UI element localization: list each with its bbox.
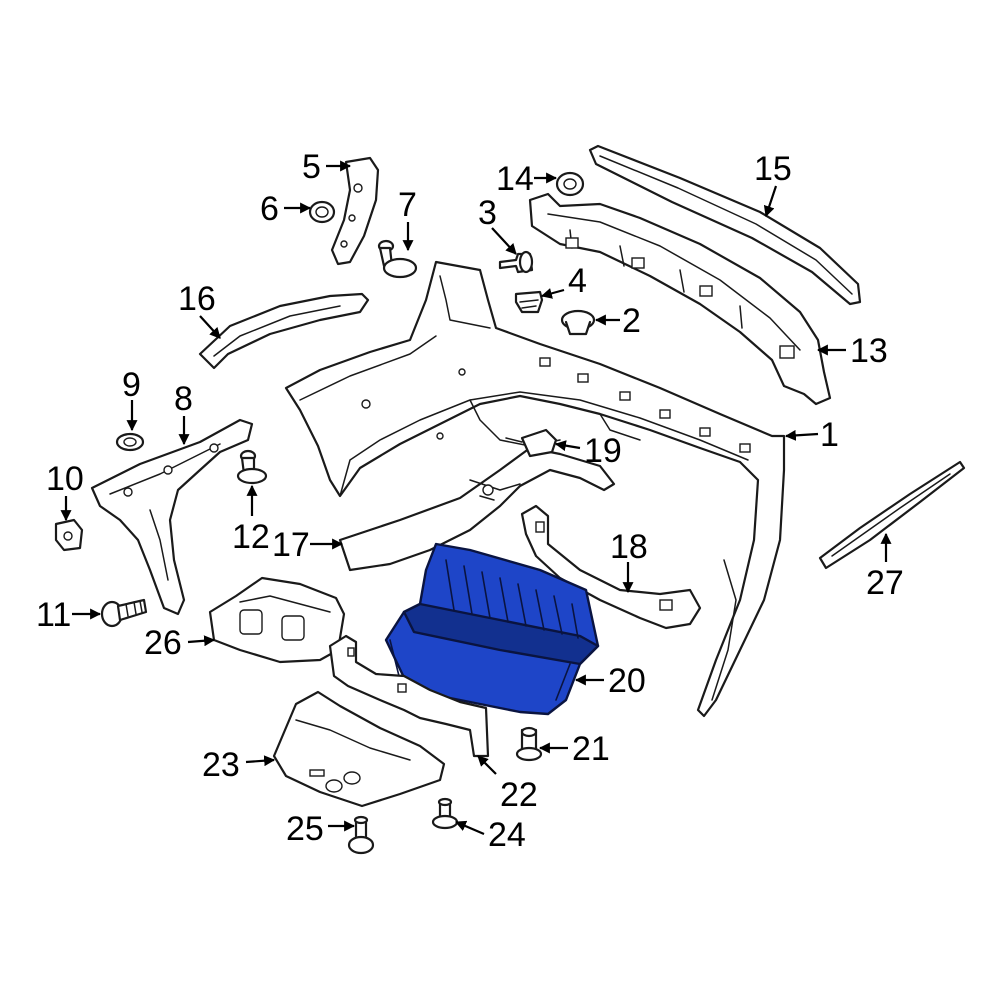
callout-labels: 1 2 3 4 5 6 7 8 9 10 11 12 13 14 15 16 1… [36, 148, 904, 854]
callout-9[interactable]: 9 [122, 366, 141, 404]
part-25-bolt [347, 815, 375, 855]
part-10-clip [54, 518, 84, 552]
callout-4[interactable]: 4 [568, 262, 587, 300]
leader-16 [199, 315, 221, 339]
callout-15[interactable]: 15 [754, 150, 792, 188]
part-26-shield [208, 576, 346, 664]
part-7-bolt [377, 239, 418, 279]
callout-25[interactable]: 25 [286, 810, 324, 848]
callout-3[interactable]: 3 [478, 194, 497, 232]
callout-22[interactable]: 22 [500, 776, 538, 814]
part-1-bumper-cover [284, 260, 786, 718]
callout-18[interactable]: 18 [610, 528, 648, 566]
part-16-trim-strip [198, 292, 370, 370]
callout-5[interactable]: 5 [302, 148, 321, 186]
part-4-retainer-clip [514, 290, 544, 314]
leader-3 [491, 227, 517, 255]
part-5-side-bracket [330, 156, 380, 266]
callout-1[interactable]: 1 [820, 416, 839, 454]
callout-16[interactable]: 16 [178, 280, 216, 318]
part-24-bolt [431, 797, 459, 830]
leader-26 [187, 635, 216, 647]
callout-20[interactable]: 20 [608, 662, 646, 700]
part-6-grommet [308, 200, 336, 224]
callout-23[interactable]: 23 [202, 746, 240, 784]
callout-11[interactable]: 11 [36, 596, 71, 634]
part-21-bolt [515, 726, 543, 762]
part-23-lower-shield [272, 690, 446, 808]
callout-21[interactable]: 21 [572, 730, 610, 768]
callout-6[interactable]: 6 [260, 190, 279, 228]
callout-7[interactable]: 7 [398, 186, 417, 224]
callout-8[interactable]: 8 [174, 380, 193, 418]
leader-22 [477, 755, 497, 775]
leader-24 [454, 820, 485, 836]
callout-17[interactable]: 17 [272, 526, 310, 564]
part-27-trim-strip [818, 460, 966, 570]
part-15-bumper-reinforcement-strip [588, 144, 862, 306]
part-9-grommet [115, 432, 145, 452]
part-12-bolt [236, 449, 268, 485]
part-3-push-pin [498, 250, 534, 274]
callout-26[interactable]: 26 [144, 624, 182, 662]
leader-19 [554, 440, 581, 452]
callout-27[interactable]: 27 [866, 564, 904, 602]
part-8-side-mount-bracket [90, 418, 254, 616]
callout-24[interactable]: 24 [488, 816, 526, 854]
callout-2[interactable]: 2 [622, 302, 641, 340]
leader-1 [784, 429, 819, 441]
part-11-screw [100, 598, 148, 628]
part-2-plug [560, 309, 596, 336]
leader-23 [245, 755, 276, 767]
callout-14[interactable]: 14 [496, 160, 534, 198]
part-14-grommet [555, 171, 585, 197]
part-18-lower-bracket [520, 504, 702, 630]
callout-10[interactable]: 10 [46, 460, 84, 498]
callout-13[interactable]: 13 [850, 332, 888, 370]
part-20-splash-shield [384, 542, 600, 716]
leader-4 [540, 288, 565, 299]
part-13-energy-absorber [528, 192, 832, 406]
part-17-lower-trim [338, 446, 616, 572]
part-19-sensor-bracket [505, 428, 558, 458]
leader-lines [60, 160, 892, 836]
leader-15 [763, 185, 778, 218]
callout-12[interactable]: 12 [232, 518, 270, 556]
callout-19[interactable]: 19 [584, 432, 622, 470]
